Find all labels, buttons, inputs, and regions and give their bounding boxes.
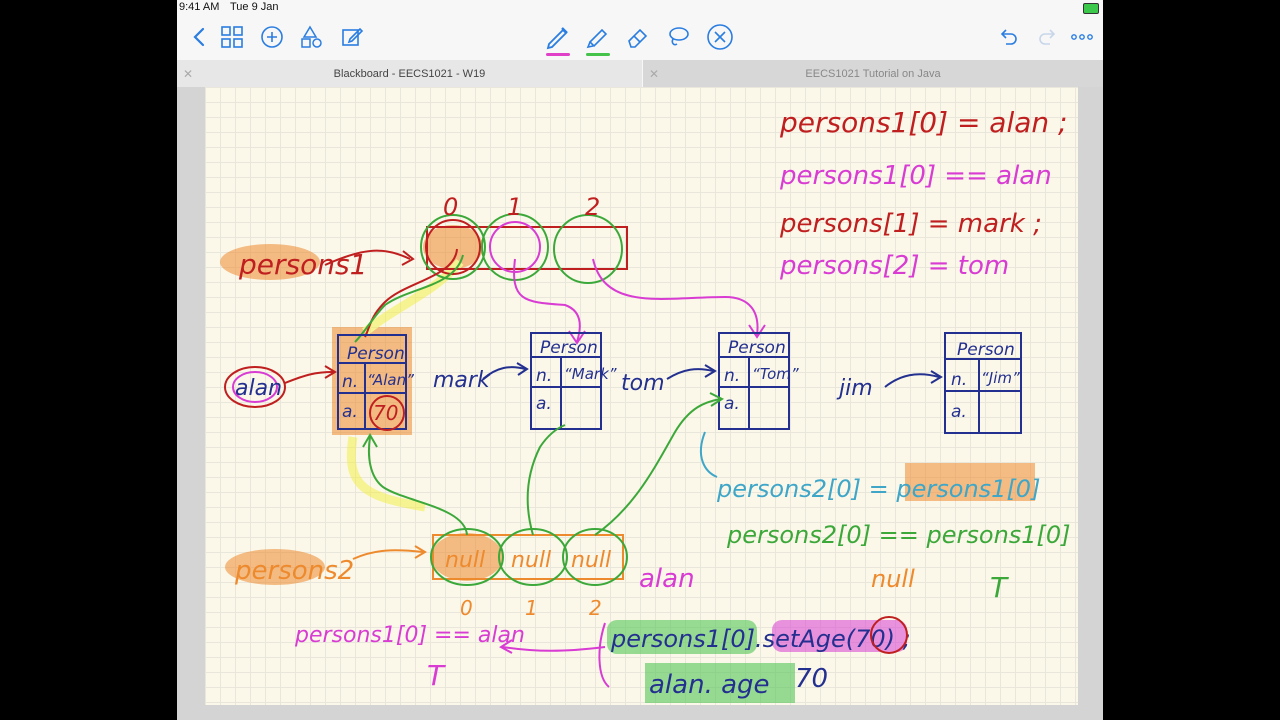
age-field-label: a. (951, 402, 967, 422)
array-index: 1 (507, 193, 522, 221)
name-field-label: n. (724, 366, 740, 386)
person-object-alan: Person n. “Alan” a. 70 (337, 334, 414, 431)
status-time: 9:41 AM (179, 1, 220, 13)
redo-icon[interactable] (1033, 22, 1063, 52)
ref-jim: jim (836, 376, 873, 401)
code-line: T (427, 659, 446, 692)
more-icon[interactable] (1067, 22, 1097, 52)
pen-icon[interactable] (543, 22, 573, 56)
array-index: 2 (585, 193, 600, 221)
chevron-left-icon[interactable] (185, 22, 215, 52)
age-field-label: a. (724, 394, 740, 414)
note-page[interactable]: 0 1 2 persons1 (205, 87, 1078, 705)
persons-label: persons1 (238, 248, 367, 281)
code-line: persons1[0] == alan (779, 161, 1052, 191)
close-tab-icon[interactable]: ✕ (183, 67, 194, 81)
code-line: persons2[0] = persons1[0] (716, 475, 1040, 503)
code-line: persons[1] = mark ; (779, 209, 1042, 239)
null-cell: null (445, 548, 485, 573)
object-title: Person (540, 338, 598, 358)
lasso-icon[interactable] (663, 22, 693, 52)
status-bar: 9:41 AM Tue 9 Jan (177, 0, 1103, 16)
array-index: 2 (589, 596, 602, 620)
array-index: 1 (525, 596, 538, 620)
battery-icon (1083, 3, 1099, 14)
close-tab-icon[interactable]: ✕ (649, 67, 660, 81)
plus-circle-icon[interactable] (257, 22, 287, 52)
code-line: 70 (795, 664, 828, 694)
array-index: 0 (460, 596, 473, 620)
name-field-value: “Alan” (367, 371, 414, 389)
code-line: alan (639, 564, 695, 594)
tab-label: Blackboard - EECS1021 - W19 (333, 67, 486, 80)
name-field-label: n. (951, 370, 967, 390)
note-canvas: 0 1 2 persons1 (177, 87, 1103, 720)
age-field-label: a. (536, 394, 552, 414)
code-line: persons1[0] = alan ; (779, 106, 1067, 139)
ref-alan: alan (235, 376, 282, 401)
null-cell: null (571, 548, 611, 573)
edit-icon[interactable] (337, 22, 367, 52)
tab-bar: ✕ Blackboard - EECS1021 - W19 ✕ EECS1021… (177, 60, 1103, 87)
age-field-label: a. (342, 402, 358, 422)
ref-tom: tom (621, 371, 665, 396)
code-line: null (871, 565, 915, 593)
null-cell: null (511, 548, 551, 573)
shapes-icon[interactable] (297, 22, 327, 52)
code-line: T (990, 571, 1009, 604)
notes-app-window: 9:41 AM Tue 9 Jan (177, 0, 1103, 720)
name-field-value: “Mark” (564, 365, 617, 383)
code-line: persons[2] = tom (779, 251, 1009, 281)
array-index: 0 (443, 193, 458, 221)
highlighter-icon[interactable] (583, 22, 613, 56)
persons2-label: persons2 (234, 556, 354, 586)
toolbar (177, 16, 1103, 60)
name-field-value: “Tom” (752, 365, 799, 383)
grid-icon[interactable] (217, 22, 247, 52)
age-field-value: 70 (373, 401, 398, 425)
object-title: Person (957, 340, 1015, 360)
person-object-mark: Person n. “Mark” a. (530, 332, 617, 430)
name-field-label: n. (342, 372, 358, 392)
tab-tutorial[interactable]: ✕ EECS1021 Tutorial on Java (643, 60, 1103, 87)
tab-blackboard[interactable]: ✕ Blackboard - EECS1021 - W19 (177, 60, 642, 87)
code-line: persons1[0].setAge(70) ; (610, 625, 911, 653)
persons2-array: null null null 0 1 2 (430, 528, 628, 620)
name-field-label: n. (536, 366, 552, 386)
highlighter-color-swatch (586, 53, 610, 56)
eraser-icon[interactable] (623, 22, 653, 52)
handwriting-layer: 0 1 2 persons1 (220, 106, 1071, 703)
close-circle-icon[interactable] (705, 22, 735, 52)
name-field-value: “Jim” (981, 369, 1020, 387)
pen-color-swatch (546, 53, 570, 56)
person-object-tom: Person n. “Tom” a. (718, 332, 799, 430)
tab-label: EECS1021 Tutorial on Java (805, 67, 941, 80)
ref-mark: mark (433, 368, 491, 393)
object-title: Person (347, 344, 405, 364)
status-date: Tue 9 Jan (230, 1, 279, 13)
object-title: Person (728, 338, 786, 358)
person-object-jim: Person n. “Jim” a. (944, 332, 1022, 434)
undo-icon[interactable] (993, 22, 1023, 52)
code-line: persons2[0] == persons1[0] (726, 521, 1071, 549)
highlight-marks (220, 225, 1035, 703)
code-line: alan. age (649, 670, 770, 700)
code-line: persons1[0] == alan (294, 623, 525, 648)
